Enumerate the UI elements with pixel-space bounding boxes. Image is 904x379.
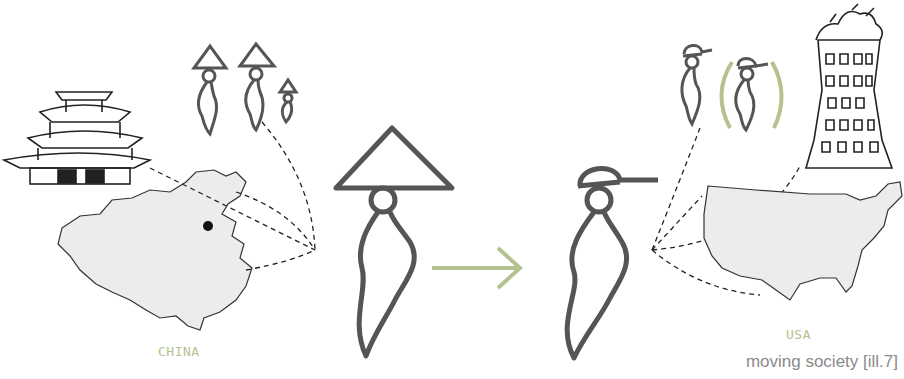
small-figures [194, 44, 296, 134]
figure-caption: moving society [ill.7] [746, 352, 898, 372]
small-figures [682, 45, 768, 130]
tower-sketch [806, 4, 892, 168]
usa-map [704, 182, 902, 300]
city-dot [203, 221, 213, 231]
bracket [721, 62, 781, 128]
migrant-figure [567, 169, 658, 358]
leader-lines [150, 122, 315, 270]
traveler-figure [336, 128, 452, 356]
pagoda-sketch [4, 92, 150, 184]
china-map [58, 170, 252, 330]
country-label: CHINA [158, 344, 200, 359]
country-label: USA [786, 327, 811, 342]
transition-arrow [432, 248, 520, 288]
